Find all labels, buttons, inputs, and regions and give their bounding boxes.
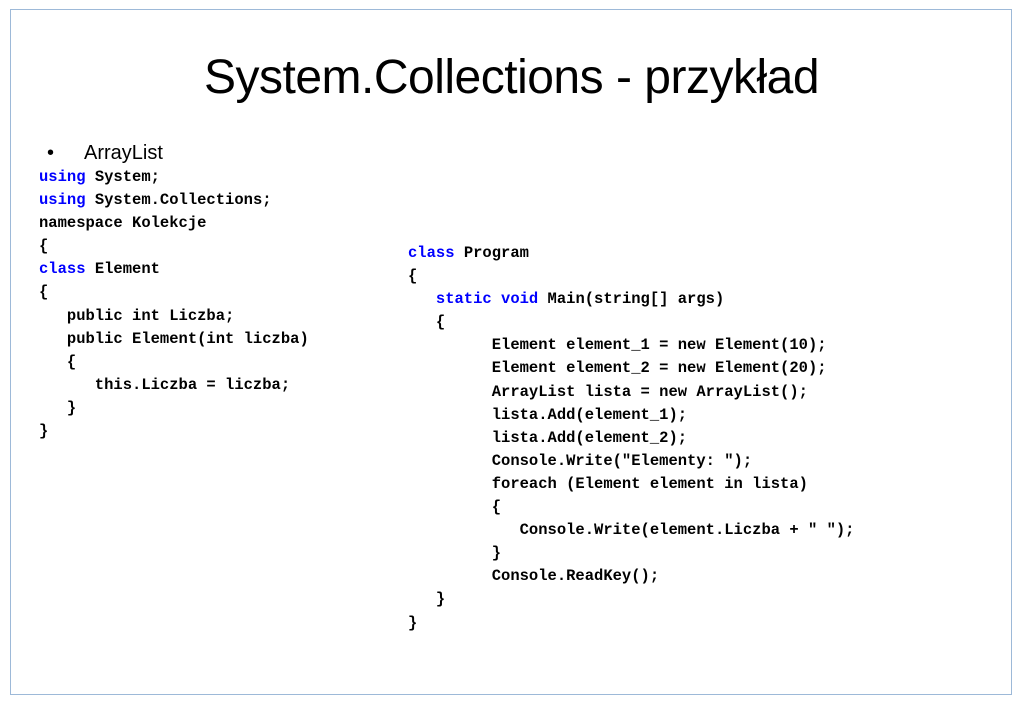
code-text: Main(string[] args) <box>538 290 725 309</box>
code-line: Console.Write("Elementy: "); <box>408 450 854 473</box>
code-text: foreach (Element element in lista) <box>408 474 808 493</box>
code-line: } <box>408 588 854 611</box>
code-text: } <box>39 422 49 441</box>
code-line: } <box>408 542 854 565</box>
code-text: public int Liczba; <box>39 306 235 325</box>
code-text: } <box>39 398 77 417</box>
code-text: Program <box>454 244 529 262</box>
code-line: Console.ReadKey(); <box>408 565 854 588</box>
code-text: Console.Write("Elementy: "); <box>408 451 753 470</box>
code-line: Console.Write(element.Liczba + " "); <box>408 519 855 542</box>
code-text: lista.Add(element_1); <box>408 405 688 424</box>
code-line: using System; <box>39 166 309 189</box>
code-text: Element <box>85 260 160 279</box>
code-indent <box>408 290 436 308</box>
code-text: { <box>408 498 502 517</box>
code-text: } <box>408 613 418 632</box>
code-line: public Element(int liczba) <box>39 328 309 351</box>
code-block-program-class: class Program { static void Main(string[]… <box>408 242 854 635</box>
code-line: { <box>39 281 309 304</box>
code-line: class Program <box>408 242 854 265</box>
code-keyword: static void <box>435 290 539 309</box>
code-line: } <box>408 612 854 635</box>
code-text: Element element_2 = new Element(20); <box>408 359 827 378</box>
slide-title: System.Collections - przykład <box>203 51 820 104</box>
code-text: lista.Add(element_2); <box>408 428 688 447</box>
code-line: foreach (Element element in lista) <box>408 473 854 496</box>
code-keyword: using <box>39 191 86 210</box>
code-text: Console.Write(element.Liczba + " "); <box>408 521 855 540</box>
code-text: { <box>39 283 49 302</box>
code-line: class Element <box>39 258 309 281</box>
code-keyword: class <box>408 244 455 262</box>
code-text: this.Liczba = liczba; <box>39 375 291 394</box>
code-text: } <box>408 544 502 563</box>
code-text: { <box>408 267 418 286</box>
code-line: } <box>39 420 309 443</box>
code-line: lista.Add(element_2); <box>408 427 854 450</box>
code-text: namespace Kolekcje <box>39 214 207 233</box>
bullet-item-arraylist: • ArrayList <box>47 141 163 165</box>
code-text: Console.ReadKey(); <box>408 567 660 586</box>
code-text: System; <box>85 168 160 186</box>
code-line: ArrayList lista = new ArrayList(); <box>408 381 854 404</box>
code-text: { <box>39 237 49 256</box>
code-line: lista.Add(element_1); <box>408 404 854 427</box>
code-keyword: using <box>39 168 86 186</box>
code-keyword: class <box>39 260 86 279</box>
slide-frame <box>10 9 1012 695</box>
code-line: Element element_2 = new Element(20); <box>408 357 854 380</box>
code-line: public int Liczba; <box>39 305 309 328</box>
code-text: ArrayList lista = new ArrayList(); <box>408 382 808 401</box>
code-line: } <box>39 397 309 420</box>
code-text: System.Collections; <box>85 191 272 210</box>
code-text: public Element(int liczba) <box>39 329 309 348</box>
code-line: namespace Kolekcje <box>39 212 309 235</box>
code-line: { <box>408 311 854 334</box>
code-block-element-class: using System;using System.Collections;na… <box>39 166 309 443</box>
code-text: { <box>408 313 446 332</box>
code-line: static void Main(string[] args) <box>408 288 854 311</box>
code-line: { <box>408 265 854 288</box>
code-text: Element element_1 = new Element(10); <box>408 336 827 355</box>
code-line: using System.Collections; <box>39 189 309 212</box>
code-line: Element element_1 = new Element(10); <box>408 334 854 357</box>
code-text: } <box>408 590 446 609</box>
code-text: { <box>39 352 77 371</box>
code-line: this.Liczba = liczba; <box>39 374 309 397</box>
code-line: { <box>39 235 309 258</box>
bullet-marker: • <box>47 142 55 164</box>
code-line: { <box>408 496 854 519</box>
bullet-text: ArrayList <box>84 142 163 164</box>
code-line: { <box>39 351 309 374</box>
